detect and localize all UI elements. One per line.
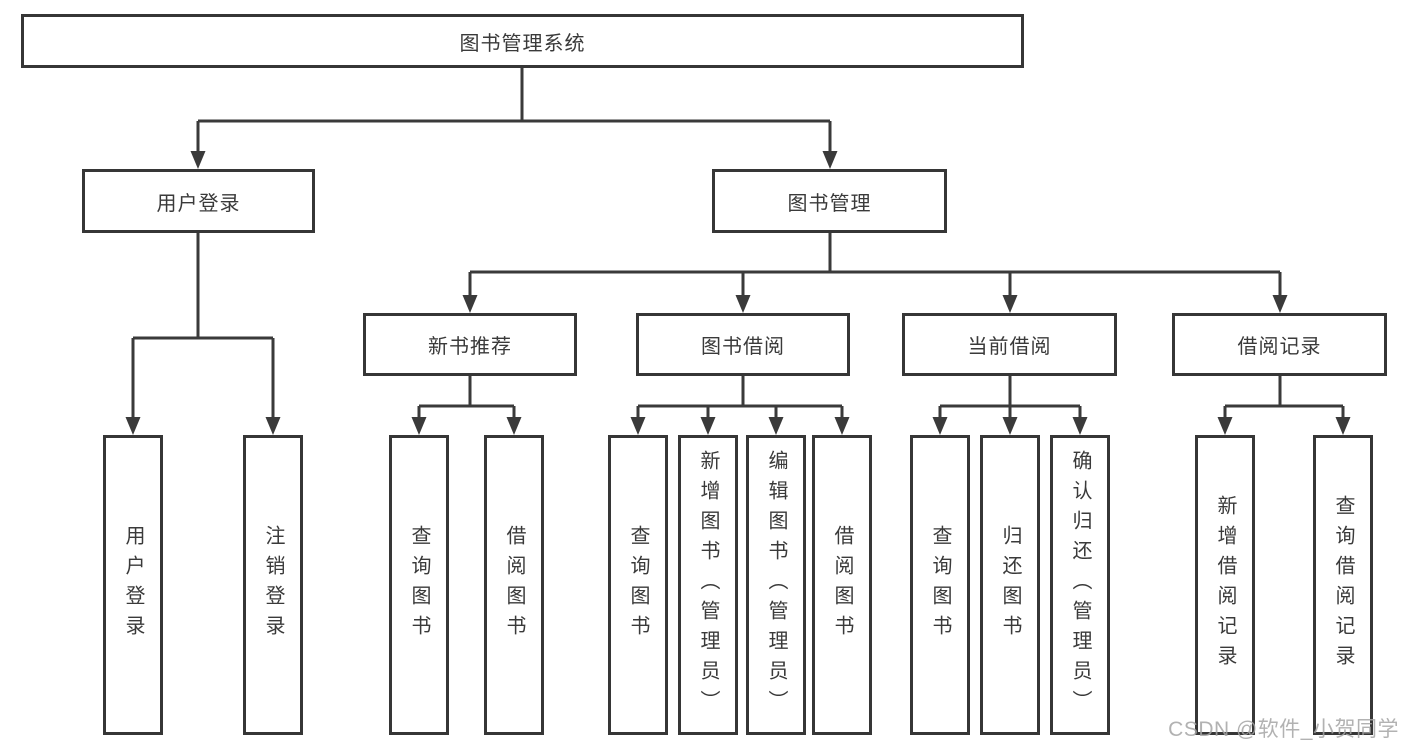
connector-records-branch [1217, 376, 1351, 435]
leaf-edit-book-admin: 编辑图书（管理员） [746, 435, 806, 735]
leaf-logout: 注销登录 [243, 435, 303, 735]
node-label: 新增借阅记录 [1214, 495, 1236, 675]
node-user-login: 用户登录 [82, 169, 315, 233]
node-borrow-records: 借阅记录 [1172, 313, 1387, 376]
node-label: 查询图书 [408, 525, 430, 645]
connector-root-to-level2 [190, 68, 838, 169]
connector-current-branch [932, 376, 1088, 435]
leaf-add-borrow-record: 新增借阅记录 [1195, 435, 1255, 735]
arrowhead-icon [735, 295, 751, 313]
arrowhead-icon [1335, 417, 1351, 435]
leaf-query-book-2: 查询图书 [608, 435, 668, 735]
node-label: 借阅图书 [831, 525, 853, 645]
arrowhead-icon [1072, 417, 1088, 435]
arrowhead-icon [700, 417, 716, 435]
node-label: 借阅图书 [503, 525, 525, 645]
node-label: 图书管理 [787, 192, 872, 215]
node-label: 新增图书（管理员） [697, 450, 719, 720]
arrowhead-icon [1002, 417, 1018, 435]
leaf-query-book-3: 查询图书 [910, 435, 970, 735]
leaf-query-borrow-record: 查询借阅记录 [1313, 435, 1373, 735]
arrowhead-icon [768, 417, 784, 435]
node-root: 图书管理系统 [21, 14, 1024, 68]
arrowhead-icon [630, 417, 646, 435]
leaf-confirm-return-admin: 确认归还（管理员） [1050, 435, 1110, 735]
node-label: 图书借阅 [701, 336, 785, 358]
node-new-book-rec: 新书推荐 [363, 313, 577, 376]
leaf-borrow-book-1: 借阅图书 [484, 435, 544, 735]
arrowhead-icon [1002, 295, 1018, 313]
arrowhead-icon [125, 417, 141, 435]
leaf-return-book: 归还图书 [980, 435, 1040, 735]
leaf-user-login: 用户登录 [103, 435, 163, 735]
arrowhead-icon [462, 295, 478, 313]
leaf-query-book-1: 查询图书 [389, 435, 449, 735]
arrowhead-icon [265, 417, 281, 435]
arrowhead-icon [834, 417, 850, 435]
leaf-add-book-admin: 新增图书（管理员） [678, 435, 738, 735]
node-label: 图书管理系统 [459, 32, 586, 55]
leaf-borrow-book-2: 借阅图书 [812, 435, 872, 735]
node-book-mgmt: 图书管理 [712, 169, 947, 233]
arrowhead-icon [190, 151, 206, 169]
node-current-borrow: 当前借阅 [902, 313, 1117, 376]
node-label: 用户登录 [156, 192, 241, 215]
arrowhead-icon [1217, 417, 1233, 435]
node-label: 编辑图书（管理员） [765, 450, 787, 720]
node-label: 归还图书 [999, 525, 1021, 645]
connector-borrow-branch [630, 376, 850, 435]
connector-new-book-branch [411, 376, 522, 435]
node-label: 查询图书 [929, 525, 951, 645]
node-label: 注销登录 [262, 525, 284, 645]
watermark-text: CSDN @软件_小贺同学 [1168, 718, 1399, 741]
arrowhead-icon [1272, 295, 1288, 313]
arrowhead-icon [411, 417, 427, 435]
node-book-borrow: 图书借阅 [636, 313, 850, 376]
node-label: 查询借阅记录 [1332, 495, 1354, 675]
connector-user-login-branch [125, 233, 281, 435]
node-label: 新书推荐 [428, 336, 512, 358]
connector-book-mgmt-branch [462, 233, 1288, 313]
arrowhead-icon [506, 417, 522, 435]
arrowhead-icon [932, 417, 948, 435]
node-label: 借阅记录 [1237, 336, 1322, 358]
node-label: 当前借阅 [967, 336, 1052, 358]
node-label: 用户登录 [122, 525, 144, 645]
node-label: 查询图书 [627, 525, 649, 645]
arrowhead-icon [822, 151, 838, 169]
node-label: 确认归还（管理员） [1069, 450, 1091, 720]
